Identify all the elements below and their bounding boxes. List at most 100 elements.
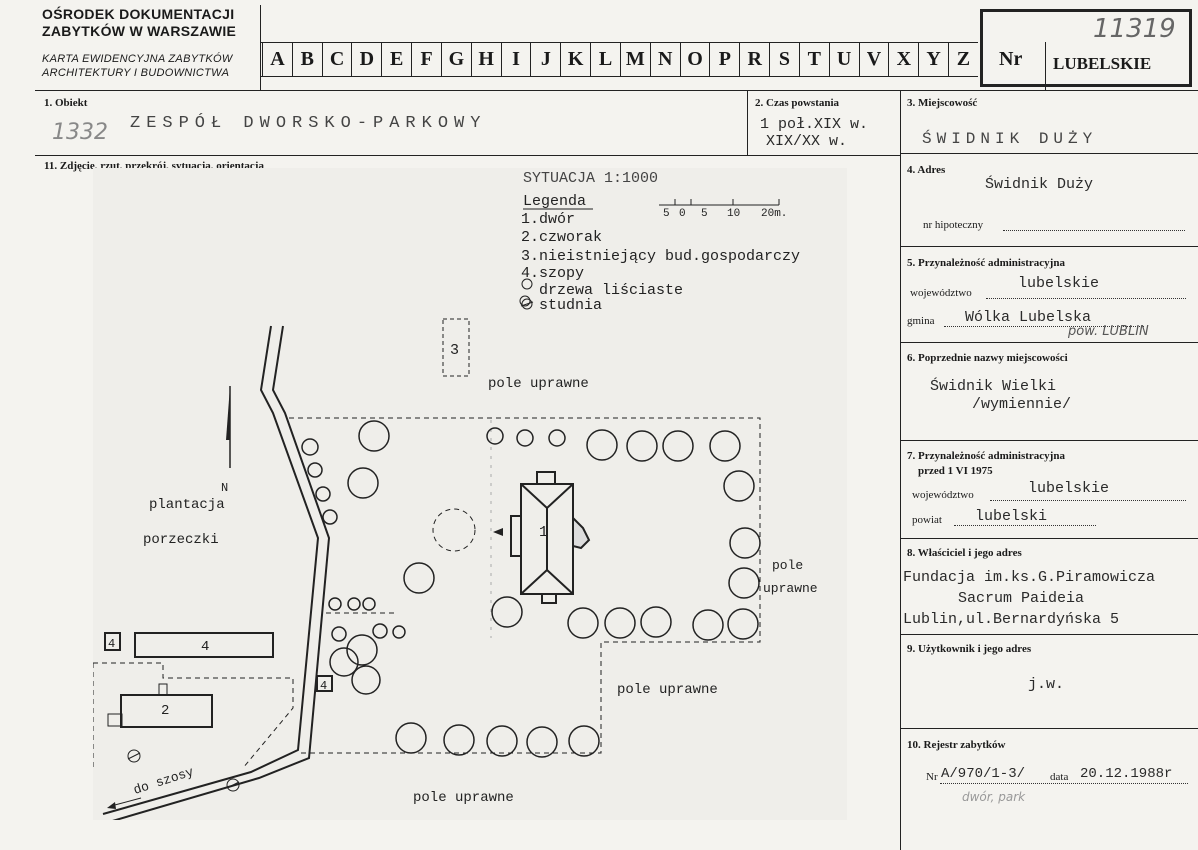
uzytkownik-value: j.w. — [1028, 676, 1065, 693]
index-letter-n: N — [649, 42, 680, 76]
index-letter-r: R — [739, 42, 769, 76]
rejestr-nr-value: A/970/1-3/ — [941, 766, 1026, 782]
index-letter-u: U — [828, 42, 859, 76]
north-arrow: N — [221, 386, 231, 495]
field-label-center: pole uprawne — [617, 682, 718, 698]
index-letter-t: T — [798, 42, 829, 76]
index-letter-g: G — [440, 42, 471, 76]
building-4-shed-park — [316, 675, 333, 692]
scale-label-3: 5 — [701, 208, 708, 220]
index-letter-j: J — [530, 42, 560, 76]
legend-title: Legenda — [523, 193, 586, 210]
przed-date: przed 1 VI 1975 — [918, 465, 993, 477]
miejscowosc-label: 3. Miejscowość — [907, 97, 978, 109]
czas-value-1: 1 poł.XIX w. — [760, 116, 869, 133]
index-letter-h: H — [470, 42, 501, 76]
legend-tree-symbol — [521, 278, 533, 290]
col-divider-1 — [747, 90, 748, 155]
trees — [301, 420, 761, 758]
field-label-right-2: uprawne — [763, 581, 818, 596]
header-divider — [260, 5, 261, 90]
wlasciciel-value-2: Sacrum Paideia — [958, 590, 1085, 607]
gmina-label: gmina — [907, 315, 935, 327]
index-letter-l: L — [590, 42, 620, 76]
wlasciciel-value-1: Fundacja im.ks.G.Piramowicza — [903, 569, 1156, 586]
powiat-label: powiat — [912, 514, 942, 526]
institution-name: OŚRODEK DOKUMENTACJI ZABYTKÓW W WARSZAWI… — [42, 6, 236, 40]
institution-line-1: OŚRODEK DOKUMENTACJI — [42, 6, 235, 22]
building-4-shed — [134, 632, 274, 658]
nr-label: Nr — [999, 48, 1023, 70]
gmina-value: Wólka Lubelska — [965, 309, 1092, 326]
adres-label: 4. Adres — [907, 164, 946, 176]
index-letter-d: D — [351, 42, 381, 76]
obiekt-value: ZESPÓŁ DWORSKO-PARKOWY — [130, 114, 487, 133]
czas-value-2: XIX/XX w. — [766, 133, 848, 150]
building-3-label: 3 — [450, 342, 459, 359]
site-plan-drawing: SYTUACJA 1:1000 Legenda 1.dwór 2.czworak… — [92, 170, 818, 823]
right-rule-2 — [900, 246, 1198, 247]
plantation-label-2: porzeczki — [143, 532, 219, 548]
road — [102, 325, 331, 823]
scale-label-1: 5 — [663, 208, 670, 220]
legend-well-symbol — [521, 298, 533, 310]
obiekt-handwritten-number: 1332 — [52, 120, 108, 145]
poprzednie-value-2: /wymiennie/ — [972, 396, 1072, 413]
index-letter-a: A — [262, 42, 292, 76]
wlasciciel-label: 8. Właściciel i jego adres — [907, 547, 1022, 559]
scale-label-2: 0 — [679, 208, 686, 220]
building-4-small-label: 4 — [108, 637, 115, 651]
index-letter-z: Z — [948, 42, 978, 76]
index-letter-x: X — [888, 42, 918, 76]
wells — [127, 749, 240, 792]
letters-bottom-rule — [260, 76, 978, 77]
institution-line-2: ZABYTKÓW W WARSZAWIE — [42, 23, 237, 39]
rejestr-data-label: data — [1050, 771, 1069, 783]
legend-item-4: 4.szopy — [521, 265, 584, 282]
miejscowosc-value: ŚWIDNIK DUŻY — [922, 130, 1098, 148]
poprzednie-label: 6. Poprzednie nazwy miejscowości — [907, 352, 1068, 364]
index-letter-k: K — [560, 42, 590, 76]
letters-top-rule — [260, 42, 978, 43]
uzytkownik-label: 9. Użytkownik i jego adres — [907, 643, 1032, 655]
legend-item-5: drzewa liściaste — [539, 282, 683, 299]
field-label-bottom: pole uprawne — [413, 790, 514, 806]
north-label: N — [221, 481, 228, 495]
rejestr-note: dwór, park — [962, 790, 1026, 804]
wojewodztwo-value: lubelskie — [1018, 275, 1100, 292]
right-rule-6 — [900, 634, 1198, 635]
row1-bottom-rule — [35, 155, 900, 156]
scale-label-5: 20m. — [761, 208, 787, 220]
legend-item-2: 2.czworak — [521, 229, 602, 246]
field-label-right-1: pole — [772, 558, 803, 573]
building-1-label: 1 — [539, 524, 548, 541]
col-divider-main — [900, 90, 901, 850]
rejestr-data-value: 20.12.1988r — [1080, 766, 1173, 782]
index-letter-y: Y — [918, 42, 948, 76]
index-letter-i: I — [500, 42, 531, 76]
powiat-value: lubelski — [975, 508, 1048, 525]
rejestr-label: 10. Rejestr zabytków — [907, 739, 1006, 751]
building-4-shed-small — [104, 632, 121, 651]
index-letter-o: O — [679, 42, 710, 76]
index-letter-b: B — [291, 42, 322, 76]
wojewodztwo-label: województwo — [910, 287, 972, 299]
header-bottom-rule — [35, 90, 1198, 91]
right-rule-1 — [900, 153, 1198, 154]
number-box: Nr 11319 LUBELSKIE — [980, 9, 1192, 90]
building-4-park-label: 4 — [320, 679, 327, 693]
index-letter-f: F — [411, 42, 441, 76]
index-letter-m: M — [619, 42, 650, 76]
building-2-label: 2 — [161, 703, 169, 719]
czas-label: 2. Czas powstania — [755, 97, 840, 109]
road-label: do szosy — [132, 764, 196, 798]
building-4-label: 4 — [201, 639, 209, 655]
right-rule-4 — [900, 440, 1198, 441]
site-plan: SYTUACJA 1:1000 Legenda 1.dwór 2.czworak… — [92, 168, 847, 823]
region-label: LUBELSKIE — [1053, 54, 1152, 73]
park-boundary — [289, 417, 761, 754]
gmina-note: pow. LUBLIN — [1068, 324, 1149, 339]
card-title-line-2: ARCHITEKTURY I BUDOWNICTWA — [42, 67, 230, 79]
legend-tree-symbol-2 — [519, 295, 531, 307]
